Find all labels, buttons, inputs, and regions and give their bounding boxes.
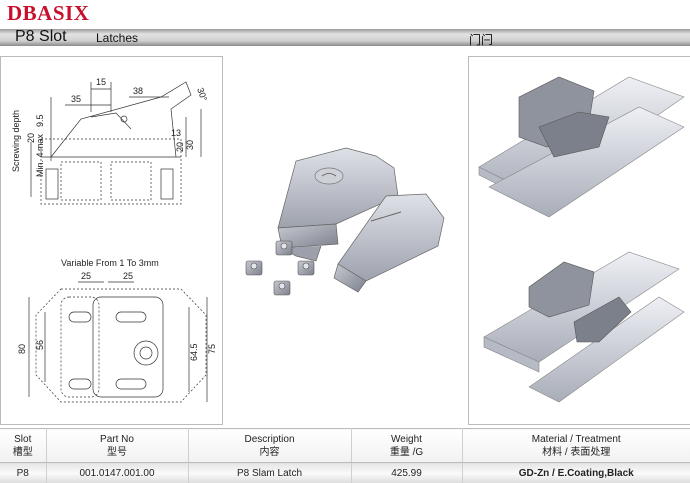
dim-38: 38 bbox=[133, 86, 143, 96]
dim-25a: 25 bbox=[81, 271, 91, 281]
dim-35: 35 bbox=[71, 94, 81, 104]
profile-assembly-bottom bbox=[483, 251, 685, 403]
slot-nuts bbox=[245, 240, 315, 296]
cell-material: GD-Zn / E.Coating,Black bbox=[462, 462, 690, 483]
screwing-depth-label: Screwing depth bbox=[11, 110, 21, 172]
cell-slot: P8 bbox=[0, 462, 47, 483]
dim-64-5: 64.5 bbox=[189, 343, 199, 361]
category-title: Latches bbox=[96, 31, 139, 45]
product-render bbox=[226, 56, 464, 423]
series-title: P8 Slot bbox=[15, 28, 67, 45]
technical-drawing-panel: 15 38 35 13 30 20 30° 9.5 max 20 Min. 4 … bbox=[0, 56, 223, 425]
category-title-cn: 门闩 bbox=[469, 33, 494, 47]
dim-20r: 20 bbox=[175, 142, 185, 152]
dim-min4: Min. 4 bbox=[35, 152, 45, 177]
dim-13: 13 bbox=[171, 128, 181, 138]
variable-label: Variable From 1 To 3mm bbox=[61, 258, 159, 268]
latch-receiver bbox=[333, 193, 445, 293]
installation-render-panel bbox=[468, 56, 690, 425]
dim-25b: 25 bbox=[123, 271, 133, 281]
dim-angle: 30° bbox=[195, 86, 209, 103]
technical-drawing: 15 38 35 13 30 20 30° 9.5 max 20 Min. 4 … bbox=[11, 77, 217, 403]
cell-description: P8 Slam Latch bbox=[188, 462, 352, 483]
brand-logo: DBASIX bbox=[7, 1, 90, 25]
dim-30: 30 bbox=[185, 140, 195, 150]
dim-75: 75 bbox=[207, 344, 217, 354]
dim-15: 15 bbox=[96, 77, 106, 87]
title-bar: P8 Slot Latches 门闩 bbox=[0, 28, 690, 47]
profile-assembly-top bbox=[478, 76, 685, 218]
table-row: P8 001.0147.001.00 P8 Slam Latch 425.99 … bbox=[0, 462, 690, 483]
dim-max: max bbox=[35, 133, 45, 151]
dim-20: 20 bbox=[26, 133, 36, 143]
cell-weight: 425.99 bbox=[351, 462, 463, 483]
dim-9-5: 9.5 bbox=[35, 114, 45, 127]
dim-80: 80 bbox=[17, 344, 27, 354]
dim-56: 56 bbox=[35, 340, 45, 350]
cell-part-no: 001.0147.001.00 bbox=[46, 462, 189, 483]
